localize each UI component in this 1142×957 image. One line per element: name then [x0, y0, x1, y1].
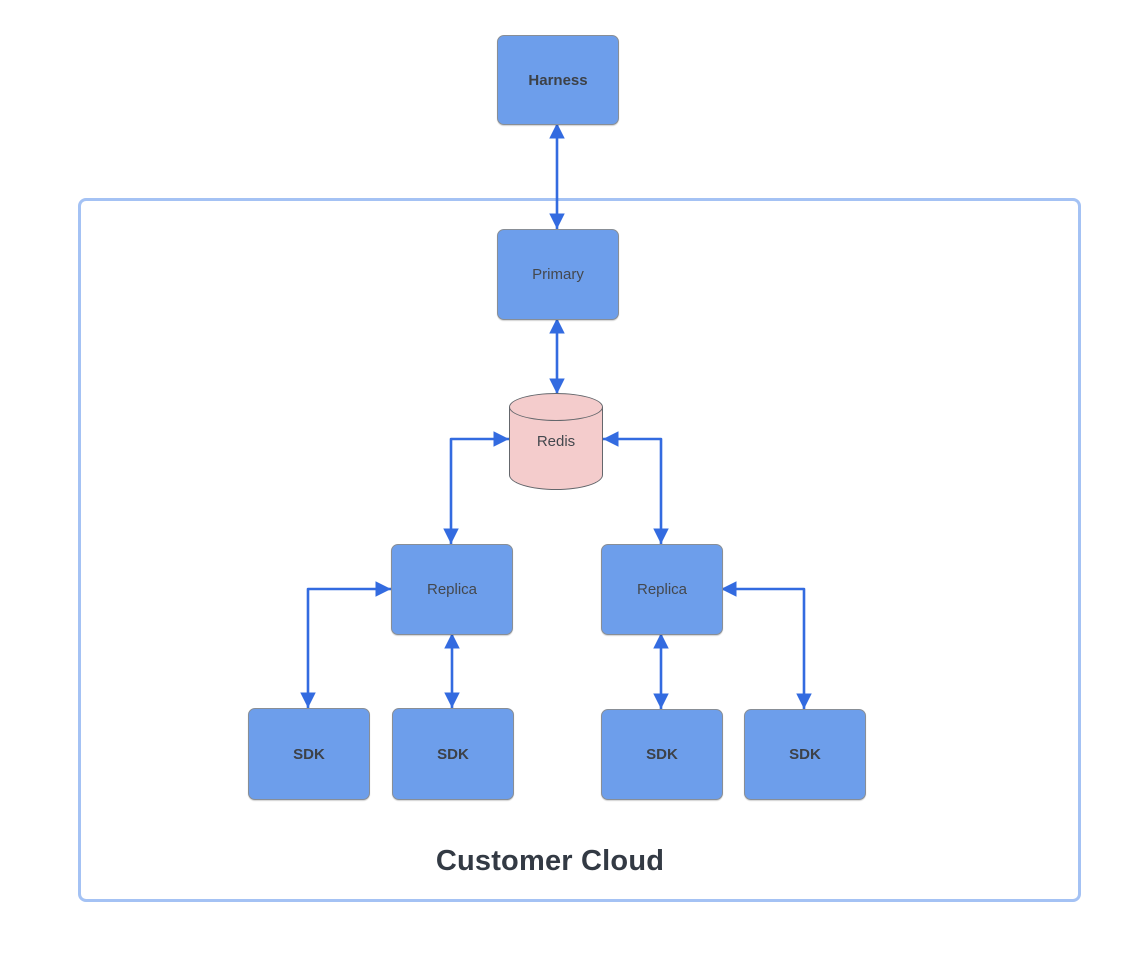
node-sdk-1: SDK [248, 708, 370, 800]
node-harness: Harness [497, 35, 619, 125]
customer-cloud-group [78, 198, 1081, 902]
redis-cylinder-top [509, 393, 603, 421]
redis-cylinder-body [509, 407, 603, 490]
node-sdk-2-label: SDK [437, 745, 469, 763]
node-redis: Redis [509, 393, 603, 490]
node-redis-label: Redis [536, 433, 576, 450]
customer-cloud-label: Customer Cloud [435, 845, 665, 877]
node-sdk-4: SDK [744, 709, 866, 800]
node-replica-right: Replica [601, 544, 723, 635]
node-replica-left: Replica [391, 544, 513, 635]
node-sdk-1-label: SDK [293, 745, 325, 763]
node-primary: Primary [497, 229, 619, 320]
node-sdk-3-label: SDK [646, 746, 678, 763]
node-primary-label: Primary [532, 266, 584, 283]
node-sdk-2: SDK [392, 708, 514, 800]
node-sdk-4-label: SDK [789, 746, 821, 763]
node-replica-right-label: Replica [636, 581, 688, 598]
node-sdk-3: SDK [601, 709, 723, 800]
node-replica-left-label: Replica [426, 581, 478, 598]
node-harness-label: Harness [528, 71, 588, 89]
